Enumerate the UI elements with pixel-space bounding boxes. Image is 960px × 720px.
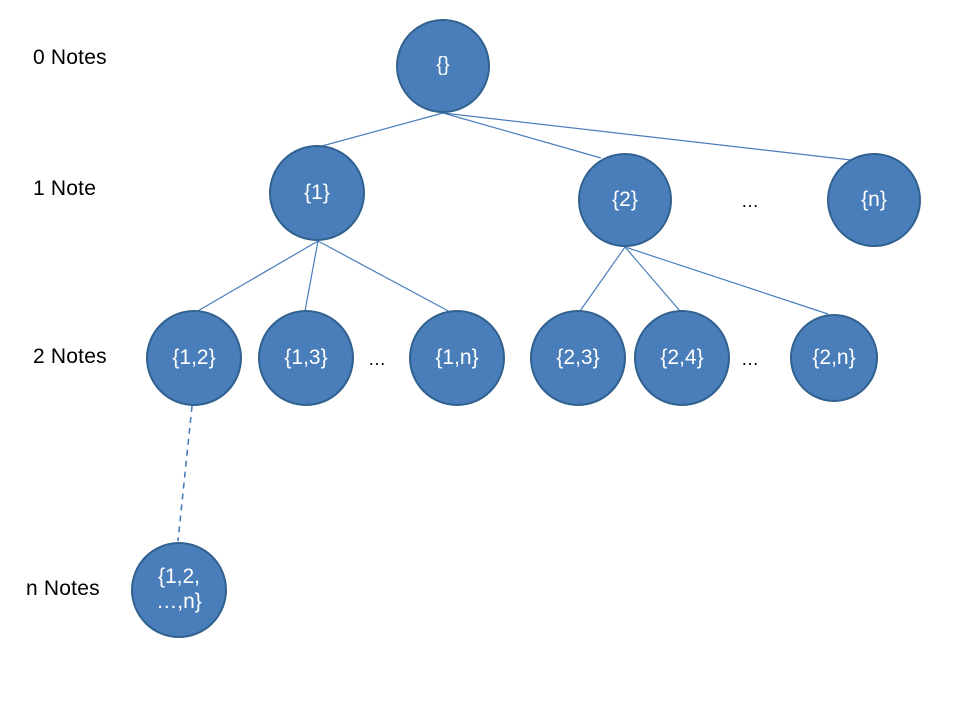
edge-node-2-to-node-2-4	[624, 246, 681, 312]
ellipsis-row2-b-icon: …	[741, 349, 759, 369]
node-1-n[interactable]: {1,n}	[409, 310, 505, 406]
row-label-row-2: 2 Notes	[33, 345, 107, 368]
edge-node-2-to-node-2-3	[579, 246, 626, 312]
edge-node-empty-to-node-n	[442, 112, 852, 161]
ellipsis-row1-icon: …	[741, 191, 759, 211]
node-2[interactable]: {2}	[578, 153, 672, 247]
node-2-n[interactable]: {2,n}	[790, 314, 878, 402]
edge-node-2-to-node-2-n	[624, 246, 829, 315]
edge-node-1-to-node-1-3	[304, 240, 319, 312]
edge-node-empty-to-node-1	[321, 112, 444, 147]
node-1[interactable]: {1}	[269, 145, 365, 241]
ellipsis-row2-a-icon: …	[368, 349, 386, 369]
node-2-3[interactable]: {2,3}	[530, 310, 626, 406]
node-1-2[interactable]: {1,2}	[146, 310, 242, 406]
node-1-3[interactable]: {1,3}	[258, 310, 354, 406]
row-label-row-n: n Notes	[26, 577, 100, 600]
node-full[interactable]: {1,2, …,n}	[131, 542, 227, 638]
row-label-row-1: 1 Note	[33, 177, 97, 200]
edge-node-1-2-to-node-full	[177, 405, 193, 542]
node-n[interactable]: {n}	[827, 153, 921, 247]
edge-node-empty-to-node-2	[442, 112, 602, 159]
row-label-row-0: 0 Notes	[33, 46, 107, 69]
edge-node-1-to-node-1-n	[317, 240, 453, 314]
node-2-4[interactable]: {2,4}	[634, 310, 730, 406]
node-empty[interactable]: {}	[396, 19, 490, 113]
edge-node-1-to-node-1-2	[195, 240, 319, 313]
